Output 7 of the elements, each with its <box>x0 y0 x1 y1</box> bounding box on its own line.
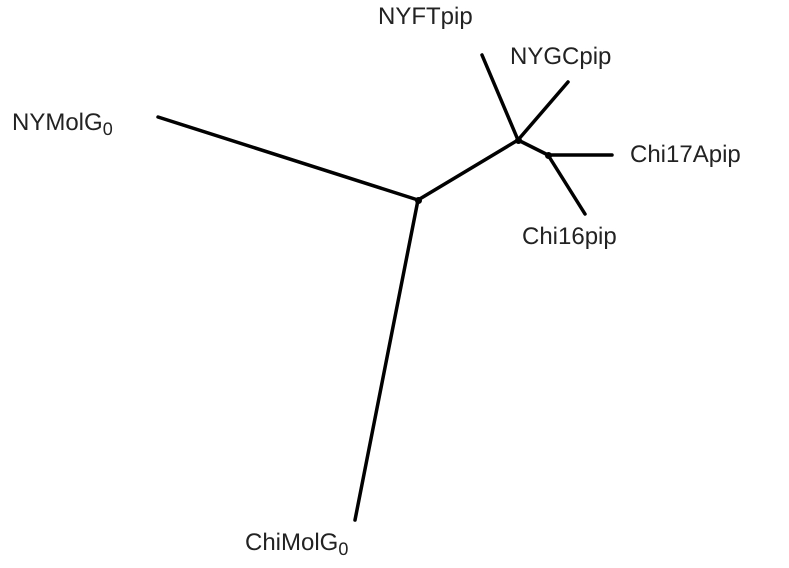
taxon-label: Chi17Apip <box>630 140 741 170</box>
taxon-label: Chi16pip <box>522 222 617 252</box>
taxon-label: NYMolG$_{0}$ <box>12 108 113 138</box>
taxon-label: NYFTpip <box>378 2 473 32</box>
taxon-label: NYGCpip <box>510 42 612 72</box>
branch-point <box>544 152 552 158</box>
taxon-label: ChiMolG$_{0}$ <box>245 528 348 558</box>
